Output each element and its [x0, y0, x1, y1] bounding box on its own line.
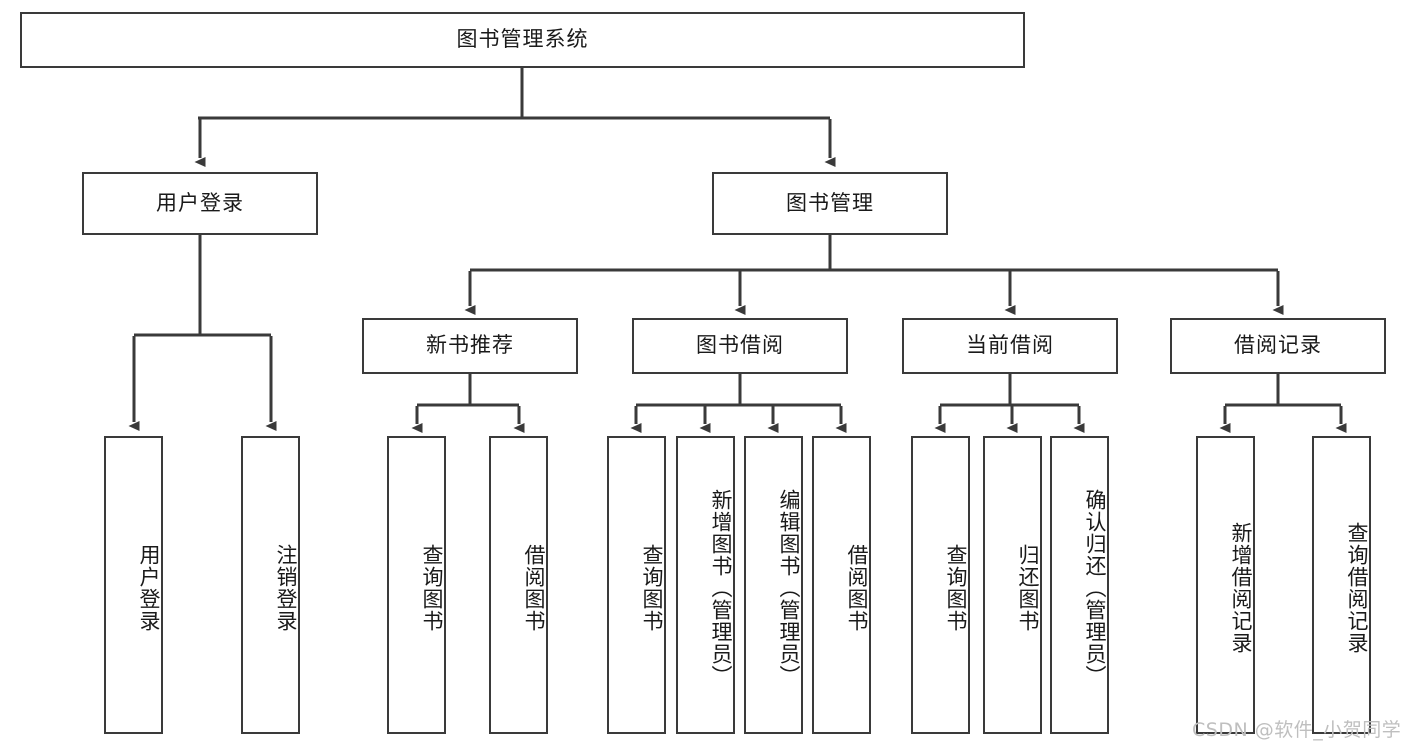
leaf-borrow-book-bb[interactable]: 借阅图书: [812, 436, 871, 734]
node-root-label: 图书管理系统: [456, 27, 589, 52]
leaf-logout[interactable]: 注销登录: [241, 436, 300, 734]
node-current-borrow-label: 当前借阅: [966, 333, 1054, 358]
leaf-add-record[interactable]: 新增借阅记录: [1196, 436, 1255, 734]
leaf-user-login[interactable]: 用户登录: [104, 436, 163, 734]
node-user-login[interactable]: 用户登录: [82, 172, 318, 235]
leaf-confirm-return[interactable]: 确认归还（管理员）: [1050, 436, 1109, 734]
csdn-watermark: CSDN @软件_小贺同学: [1192, 719, 1402, 741]
node-new-book-recommend[interactable]: 新书推荐: [362, 318, 578, 374]
node-borrow-record[interactable]: 借阅记录: [1170, 318, 1386, 374]
node-borrow-record-label: 借阅记录: [1234, 333, 1322, 358]
leaf-borrow-book-rec-label: 借阅图书: [522, 544, 546, 632]
leaf-query-record[interactable]: 查询借阅记录: [1312, 436, 1371, 734]
leaf-query-book-rec-label: 查询图书: [420, 544, 444, 632]
leaf-logout-label: 注销登录: [274, 544, 298, 632]
node-book-borrow-label: 图书借阅: [696, 333, 784, 358]
node-current-borrow[interactable]: 当前借阅: [902, 318, 1118, 374]
leaf-query-book-cb-label: 查询图书: [944, 544, 968, 632]
leaf-add-book-label: 新增图书（管理员）: [709, 489, 733, 687]
leaf-query-book-cb[interactable]: 查询图书: [911, 436, 970, 734]
leaf-add-book[interactable]: 新增图书（管理员）: [676, 436, 735, 734]
leaf-query-book-rec[interactable]: 查询图书: [387, 436, 446, 734]
leaf-return-book-label: 归还图书: [1016, 544, 1040, 632]
node-new-book-recommend-label: 新书推荐: [426, 333, 514, 358]
leaf-query-record-label: 查询借阅记录: [1345, 522, 1369, 654]
node-user-login-label: 用户登录: [156, 190, 244, 215]
leaf-borrow-book-bb-label: 借阅图书: [845, 544, 869, 632]
leaf-query-book-bb[interactable]: 查询图书: [607, 436, 666, 734]
node-book-manage[interactable]: 图书管理: [712, 172, 948, 235]
leaf-user-login-label: 用户登录: [137, 544, 161, 632]
leaf-edit-book-label: 编辑图书（管理员）: [777, 489, 801, 687]
node-book-borrow[interactable]: 图书借阅: [632, 318, 848, 374]
leaf-edit-book[interactable]: 编辑图书（管理员）: [744, 436, 803, 734]
node-root[interactable]: 图书管理系统: [20, 12, 1025, 68]
leaf-confirm-return-label: 确认归还（管理员）: [1083, 489, 1107, 687]
leaf-add-record-label: 新增借阅记录: [1229, 522, 1253, 654]
leaf-borrow-book-rec[interactable]: 借阅图书: [489, 436, 548, 734]
leaf-return-book[interactable]: 归还图书: [983, 436, 1042, 734]
node-book-manage-label: 图书管理: [786, 190, 874, 215]
leaf-query-book-bb-label: 查询图书: [640, 544, 664, 632]
